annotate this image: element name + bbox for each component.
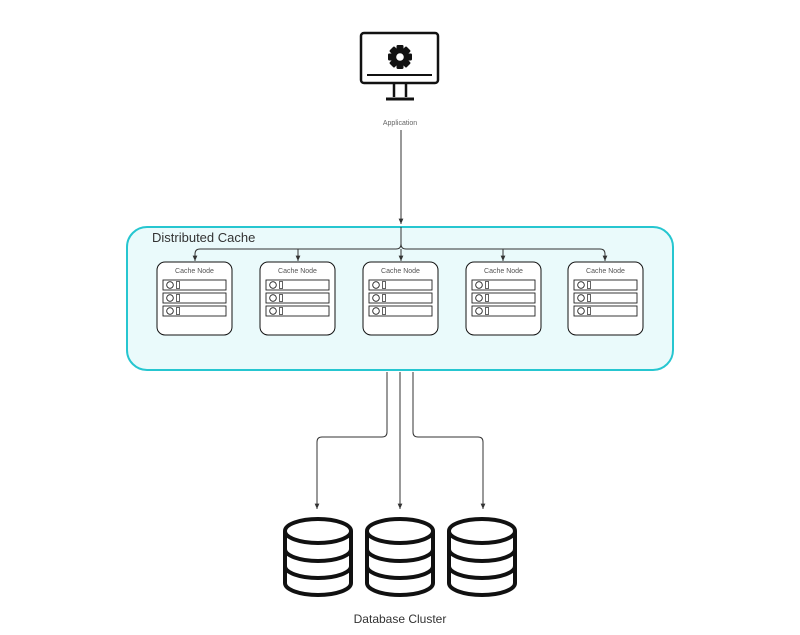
- monitor-gear-icon[interactable]: [359, 31, 440, 101]
- cache-node[interactable]: Cache Node: [362, 261, 439, 336]
- cache-node[interactable]: Cache Node: [259, 261, 336, 336]
- cache-node[interactable]: Cache Node: [465, 261, 542, 336]
- cache-node-label: Cache Node: [278, 268, 317, 275]
- cache-node-label: Cache Node: [586, 268, 625, 275]
- server-rack-icon: [162, 279, 227, 317]
- gear-icon: [388, 45, 412, 69]
- cache-node[interactable]: Cache Node: [156, 261, 233, 336]
- distributed-cache-title: Distributed Cache: [152, 230, 255, 245]
- cache-node-label: Cache Node: [381, 268, 420, 275]
- server-rack-icon: [573, 279, 638, 317]
- database-icon[interactable]: [283, 517, 353, 597]
- server-rack-icon: [368, 279, 433, 317]
- cache-node-label: Cache Node: [175, 268, 214, 275]
- database-cluster-label: Database Cluster: [354, 612, 447, 626]
- server-rack-icon: [471, 279, 536, 317]
- cache-to-database-edges: [314, 372, 486, 509]
- cache-fanout-edges: [192, 227, 608, 261]
- application-label: Application: [383, 120, 417, 127]
- database-icon[interactable]: [365, 517, 435, 597]
- database-icon[interactable]: [447, 517, 517, 597]
- cache-node[interactable]: Cache Node: [567, 261, 644, 336]
- server-rack-icon: [265, 279, 330, 317]
- cache-node-label: Cache Node: [484, 268, 523, 275]
